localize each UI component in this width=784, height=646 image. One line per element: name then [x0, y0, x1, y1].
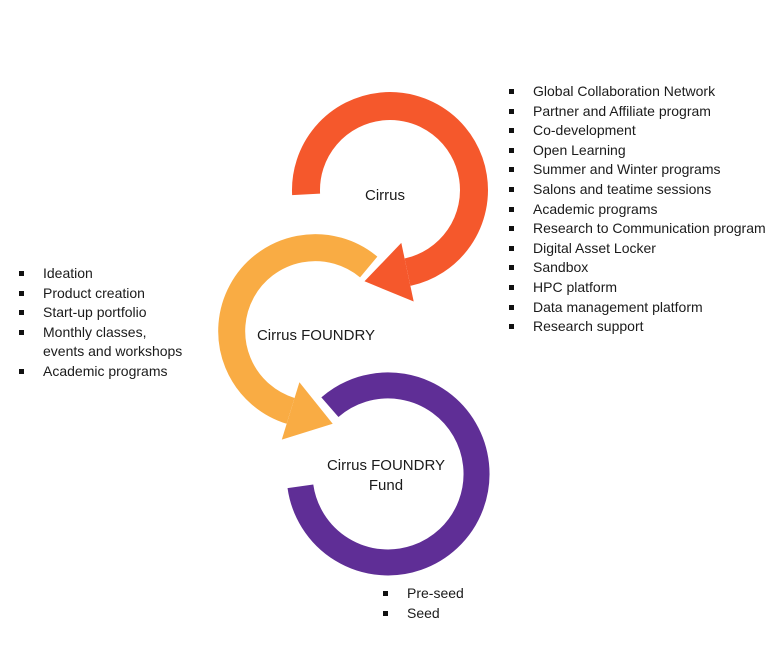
list-item: Product creation: [18, 284, 182, 304]
list-item: Digital Asset Locker: [508, 239, 766, 259]
list-item: Start-up portfolio: [18, 303, 182, 323]
list-item: Academic programs: [508, 200, 766, 220]
cirrus-ring-arrowhead: [364, 242, 414, 302]
list-item: Global Collaboration Network: [508, 82, 766, 102]
cirrus-programs-list: Global Collaboration Network Partner and…: [508, 82, 766, 337]
fund-stages-list: Pre-seed Seed: [382, 584, 464, 623]
list-item: Summer and Winter programs: [508, 160, 766, 180]
list-item: Academic programs: [18, 362, 182, 382]
list-item: Salons and teatime sessions: [508, 180, 766, 200]
list-item: Ideation: [18, 264, 182, 284]
cirrus-ring: [292, 92, 488, 286]
list-item: Co-development: [508, 121, 766, 141]
list-item: Partner and Affiliate program: [508, 102, 766, 122]
cirrus-foundry-ring-arrowhead: [281, 382, 333, 440]
cirrus-foundry-fund-label: Cirrus FOUNDRY Fund: [311, 456, 461, 496]
cirrus-foundry-fund-label-line1: Cirrus FOUNDRY: [326, 457, 446, 474]
cirrus-foundry-fund-ring: [287, 372, 490, 576]
list-item: Sandbox: [508, 258, 766, 278]
cirrus-foundry-ring: [218, 234, 378, 424]
cirrus-foundry-programs-list: Ideation Product creation Start-up portf…: [18, 264, 182, 382]
list-item: HPC platform: [508, 278, 766, 298]
list-item: Research support: [508, 317, 766, 337]
cirrus-foundry-label: Cirrus FOUNDRY: [256, 327, 376, 344]
list-item: Pre-seed: [382, 584, 464, 604]
list-item-continuation: events and workshops: [43, 343, 183, 360]
list-item: Monthly classes,: [18, 323, 182, 343]
list-item: Research to Communication program: [508, 219, 766, 239]
cirrus-foundry-fund-label-line2: Fund: [368, 477, 404, 494]
list-item: Data management platform: [508, 298, 766, 318]
list-item: Seed: [382, 604, 464, 624]
list-item: Open Learning: [508, 141, 766, 161]
cirrus-label: Cirrus: [365, 187, 405, 204]
